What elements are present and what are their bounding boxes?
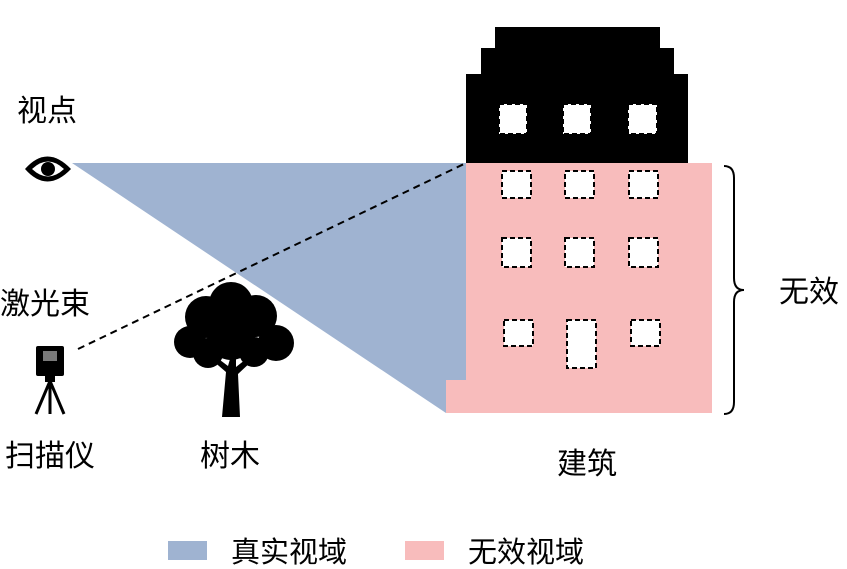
- scanner-label: 扫描仪: [5, 439, 95, 474]
- window: [630, 319, 661, 347]
- window: [501, 170, 532, 199]
- invalid-viewshed-area: [446, 163, 712, 413]
- window: [627, 103, 658, 135]
- true-viewshed-area: [72, 163, 466, 413]
- roof-windows: [498, 103, 658, 135]
- legend: 真实视域 无效视域: [168, 535, 584, 569]
- window: [562, 103, 592, 135]
- window: [501, 237, 532, 268]
- building-icon: [466, 27, 688, 369]
- legend-swatch-true-view: [168, 541, 207, 560]
- laser-scanner-icon: [34, 346, 66, 415]
- legend-label-true-view: 真实视域: [231, 535, 347, 569]
- window: [628, 170, 659, 199]
- tree-label: 树木: [200, 439, 260, 474]
- invalid-range-brace: [723, 165, 745, 415]
- viewpoint-label: 视点: [17, 94, 77, 129]
- window: [498, 103, 528, 135]
- window: [564, 170, 595, 199]
- legend-label-invalid-view: 无效视域: [468, 535, 584, 569]
- laser-beam-label: 激光束: [0, 287, 90, 322]
- door: [566, 319, 597, 369]
- window: [564, 237, 595, 268]
- building-roof: [466, 27, 688, 163]
- window: [628, 237, 659, 268]
- legend-swatch-invalid-view: [405, 541, 444, 560]
- eye-icon: [25, 156, 71, 182]
- building-label: 建筑: [557, 447, 617, 482]
- invalid-side-label: 无效: [779, 275, 839, 310]
- tree-icon: [174, 282, 294, 417]
- facade-windows: [501, 170, 661, 369]
- window: [503, 319, 534, 347]
